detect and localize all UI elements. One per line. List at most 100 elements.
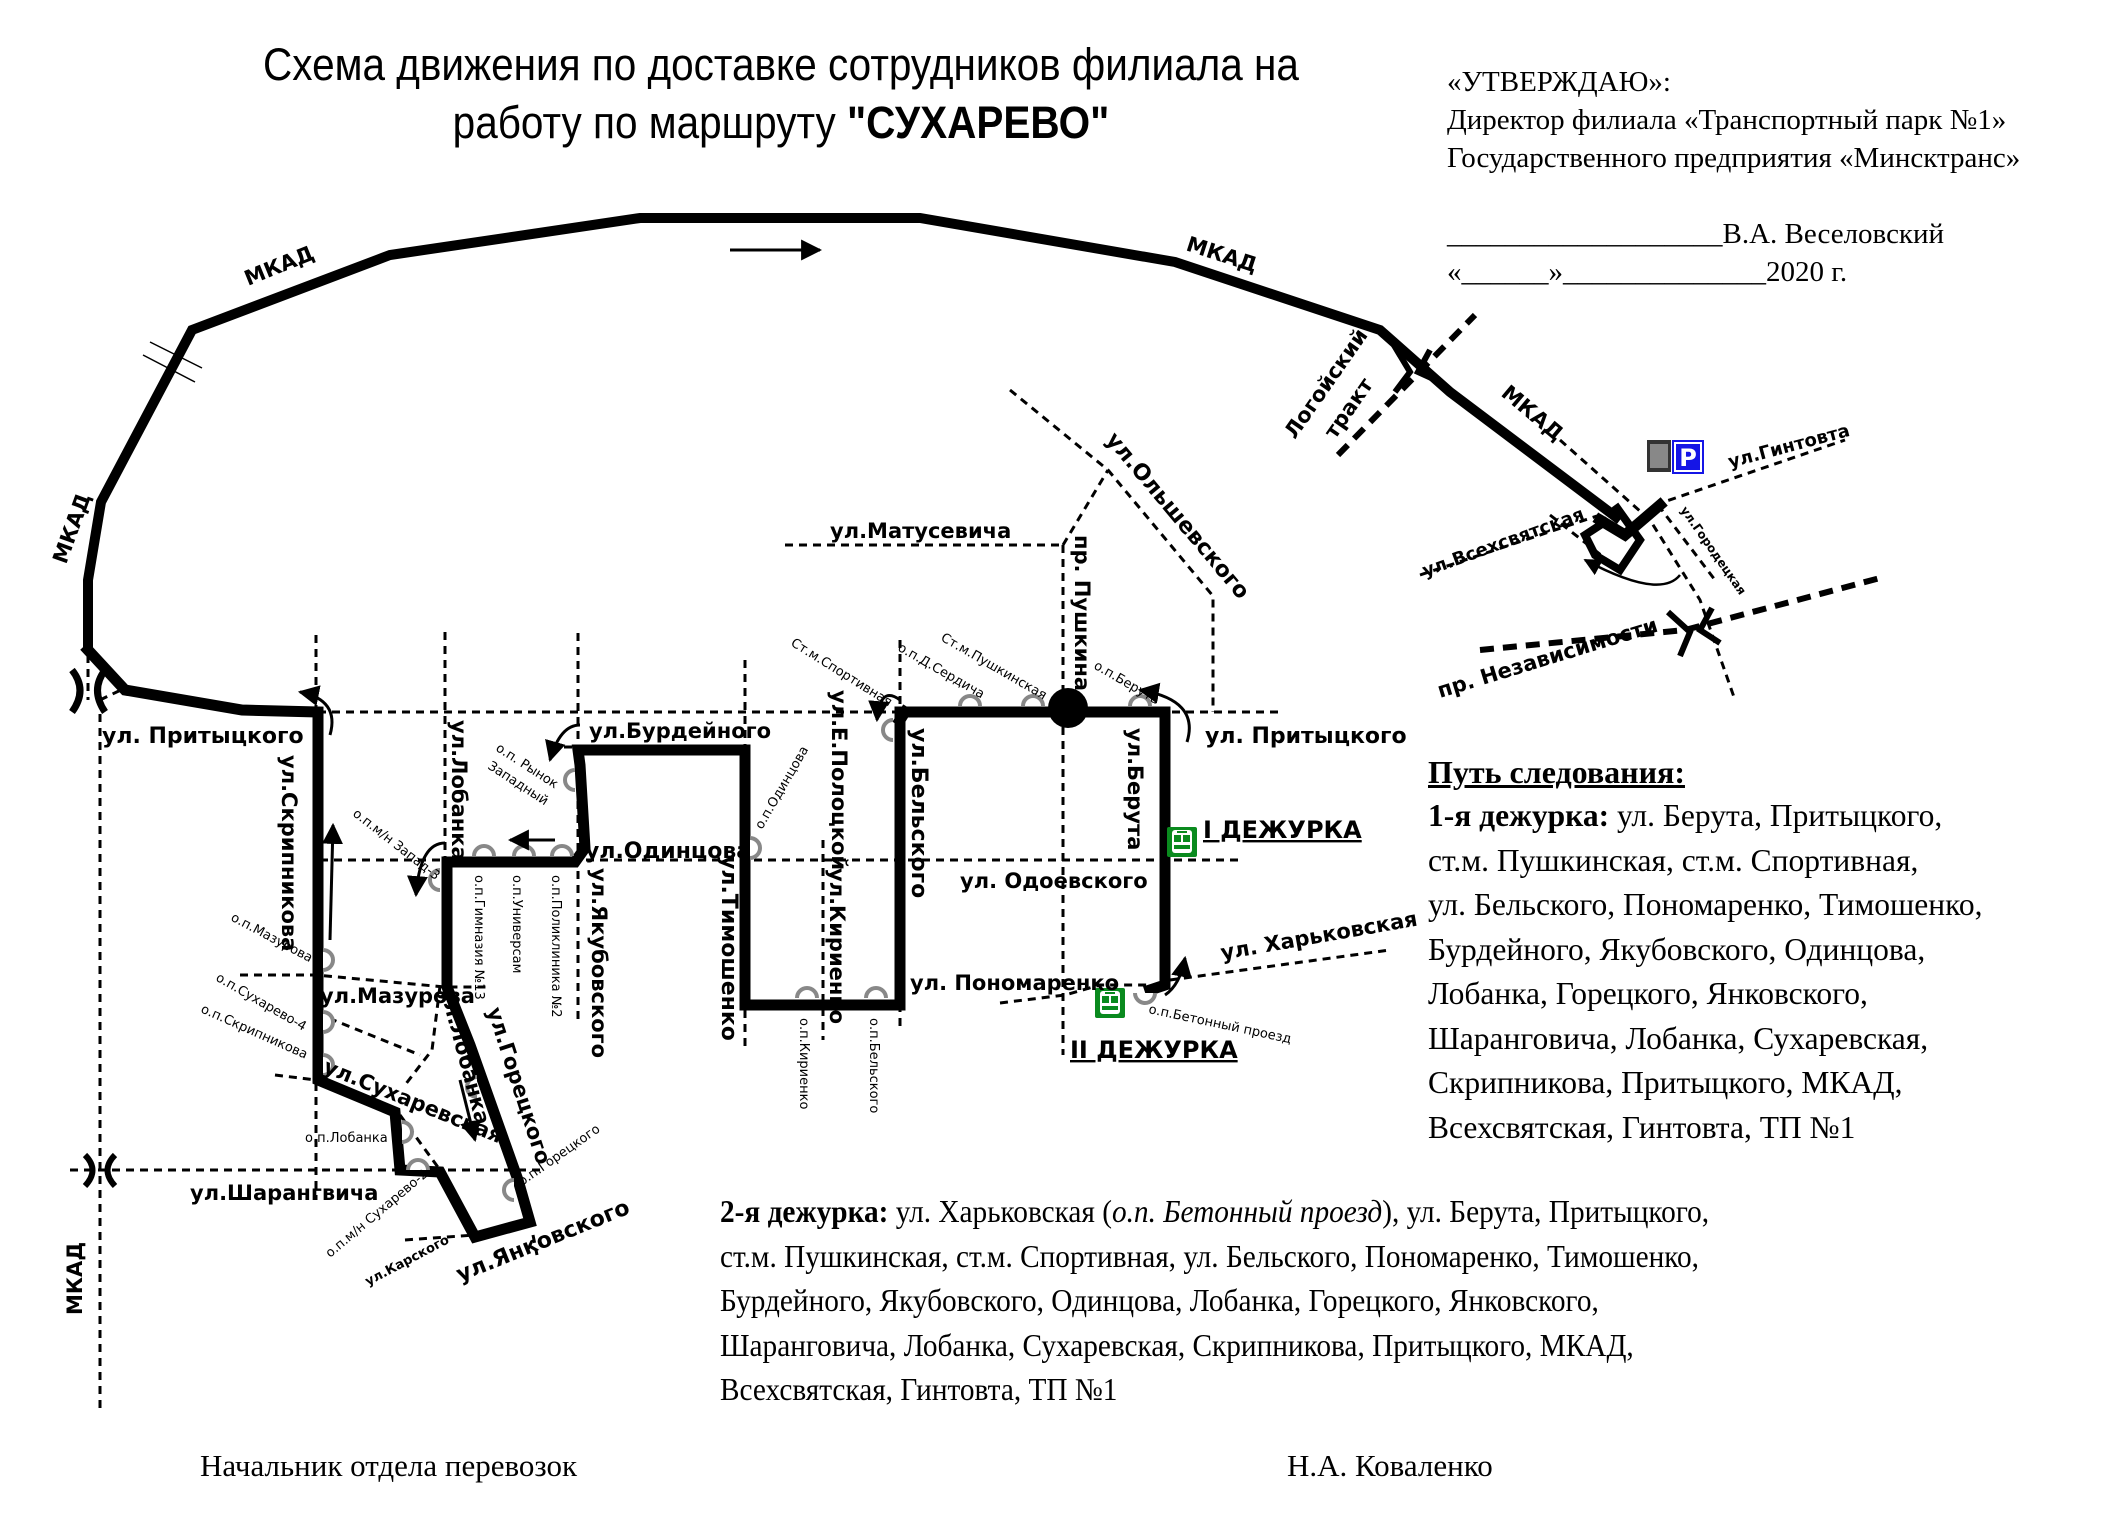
stop-icon <box>322 948 335 972</box>
route-line: Лобанка, Горецкого, Янковского, <box>1428 976 1868 1011</box>
label-gintovta: ул.Гинтовта <box>1726 420 1852 473</box>
road-logoisk <box>1335 312 1478 458</box>
label-beruta: ул.Берута <box>1123 728 1147 850</box>
label-kirienko: ул.Кириенко <box>825 868 849 1024</box>
stop-icon <box>1021 694 1045 707</box>
route-line: ул. Берута, Притыцкого, <box>1609 798 1943 833</box>
label-odoevskogo: ул. Одоевского <box>960 869 1148 893</box>
label-gorodetskaya: ул.Городецкая <box>1678 504 1749 598</box>
route-line: Скрипникова, Притыцкого, МКАД, <box>1428 1065 1903 1100</box>
mkad-ring <box>83 213 1624 650</box>
stop-label: Ст.м.Пушкинская <box>938 630 1049 703</box>
road-gorodetskaya-curve <box>1559 438 1737 701</box>
label-mazurova: ул.Мазурова <box>320 984 475 1008</box>
stop-icon <box>502 1178 515 1202</box>
road-kharkovskaya <box>1169 948 1391 982</box>
arrow-up-icon <box>322 822 344 941</box>
duty-2-route: 2-я дежурка: ул. Харьковская (о.п. Бетон… <box>720 1190 1709 1413</box>
stop-icon <box>550 844 574 857</box>
road-mkad-west <box>86 655 102 1410</box>
arrow-down-icon <box>458 1079 481 1143</box>
road-karskogo <box>404 1233 476 1242</box>
stop-icon <box>958 694 982 707</box>
label-nezavisimosti: пр. Независимости <box>1434 613 1660 703</box>
stop-label: о.п.Берута <box>1091 658 1162 708</box>
stop-icon <box>1133 992 1157 1005</box>
stop-label: о.п.Универсам <box>509 875 524 973</box>
stop-label: о.п.Поликлиника №2 <box>548 875 563 1018</box>
interchange-icon <box>1389 340 1442 394</box>
route-line: Бурдейного, Якубовского, Одинцова, <box>1428 931 1926 967</box>
turn-arrow-icon <box>1164 955 1192 997</box>
road-nezavisimosti <box>1479 575 1881 653</box>
label-ponomarenko: ул. Пономаренко <box>910 971 1119 995</box>
route-loop <box>1579 502 1645 576</box>
route-name: "СУХАРЕВО" <box>846 97 1110 148</box>
parking-icon: P <box>1672 440 1704 474</box>
stop-label: о.п.Скрипникова <box>198 1002 309 1063</box>
duty-1-label: I ДЕЖУРКА <box>1203 816 1362 844</box>
stop-icon <box>563 768 576 792</box>
stop-icon <box>881 718 894 742</box>
route-line: ст.м. Пушкинская, ст.м. Спортивная, <box>1428 842 1919 878</box>
stop-icon <box>465 1075 478 1099</box>
route-line: ст.м. Пушкинская, ст.м. Спортивная, ул. … <box>720 1238 1699 1274</box>
page-title: Схема движения по доставке сотрудников ф… <box>178 36 1384 152</box>
duty-1-label-text: 1-я дежурка: <box>1428 798 1610 833</box>
duty-1-route: 1-я дежурка: ул. Берута, Притыцкого, ст.… <box>1428 794 1982 1150</box>
title-line-1: Схема движения по доставке сотрудников ф… <box>263 39 1299 90</box>
turn-arrow-icon <box>297 685 334 736</box>
approval-heading: «УТВЕРЖДАЮ»: <box>1447 66 1671 98</box>
depot-building-icon <box>1647 440 1671 472</box>
label-belskogo: ул.Бельского <box>906 728 931 898</box>
label-olshevskogo: ул.Ольшевского <box>1100 428 1254 605</box>
stop-label: о.п.Одинцова <box>752 744 812 832</box>
stop-icon <box>512 844 536 857</box>
road-segment <box>99 686 126 702</box>
route-line: Бурдейного, Якубовского, Одинцова, Лобан… <box>720 1283 1599 1318</box>
label-skripnikova: ул.Скрипникова <box>277 755 301 951</box>
stop-icon <box>749 836 762 860</box>
stop-icon <box>322 1053 335 1077</box>
metro-station-icon <box>1048 688 1088 728</box>
route-line-italic: о.п. Бетонный проезд <box>1111 1194 1383 1229</box>
turn-arrow-icon <box>1137 682 1191 743</box>
approval-date: «______»______________2020 г. <box>1447 256 1848 288</box>
stop-icon <box>406 1158 430 1171</box>
stop-icon <box>795 986 819 999</box>
label-yankovskogo: ул.Янковского <box>453 1195 634 1287</box>
route-path-belskogo <box>892 704 913 728</box>
route-line: ул. Харьковская ( <box>888 1194 1112 1229</box>
route-path <box>80 642 1171 1244</box>
turn-arrow-icon <box>1583 558 1681 586</box>
stop-label: о.п.Бельского <box>866 1018 881 1113</box>
label-yakubovskogo: ул.Якубовского <box>587 868 611 1058</box>
stop-icon <box>472 844 496 857</box>
bridge-mark <box>142 341 203 383</box>
turn-arrow-icon <box>406 841 446 898</box>
route-line: ), ул. Берута, Притыцкого, <box>1382 1194 1710 1229</box>
footer-position: Начальник отдела перевозок <box>200 1448 578 1483</box>
label-polotskoy: ул.Е.Полоцкой <box>827 690 851 870</box>
stop-label: о.п.Кириенко <box>796 1018 811 1109</box>
stop-label: о.п.Лобанка <box>305 1131 388 1146</box>
road-lobanka-diag <box>398 1114 442 1171</box>
approval-block: «УТВЕРЖДАЮ»: Директор филиала «Транспорт… <box>1447 63 2020 291</box>
approval-enterprise: Государственного предприятия «Минсктранс… <box>1447 142 2021 174</box>
interchange-icon <box>1665 606 1722 658</box>
label-sharangovicha: ул.Шарангвича <box>190 1181 378 1205</box>
road-gintovta <box>1654 438 1846 507</box>
stop-icon <box>322 1010 335 1034</box>
approval-signature: ___________________В.А. Веселовский <box>1447 218 1945 250</box>
label-pritytskogo: ул. Притыцкого <box>102 724 304 749</box>
route-description: Путь следования: 1-я дежурка: ул. Берута… <box>1428 750 1982 1150</box>
footer-name: Н.А. Коваленко <box>1287 1448 1493 1483</box>
stop-label: о.п.Гимназия №13 <box>471 875 486 1000</box>
route-path-tp <box>1592 497 1668 542</box>
label-timoshenko: ул.Тимошенко <box>716 855 741 1041</box>
route-line: ул. Бельского, Пономаренко, Тимошенко, <box>1428 887 1983 922</box>
duty-2-label: II ДЕЖУРКА <box>1070 1036 1238 1064</box>
direction-arrows <box>297 682 1192 1143</box>
title-line-2: работу по маршруту "СУХАРЕВО" <box>452 97 1110 148</box>
